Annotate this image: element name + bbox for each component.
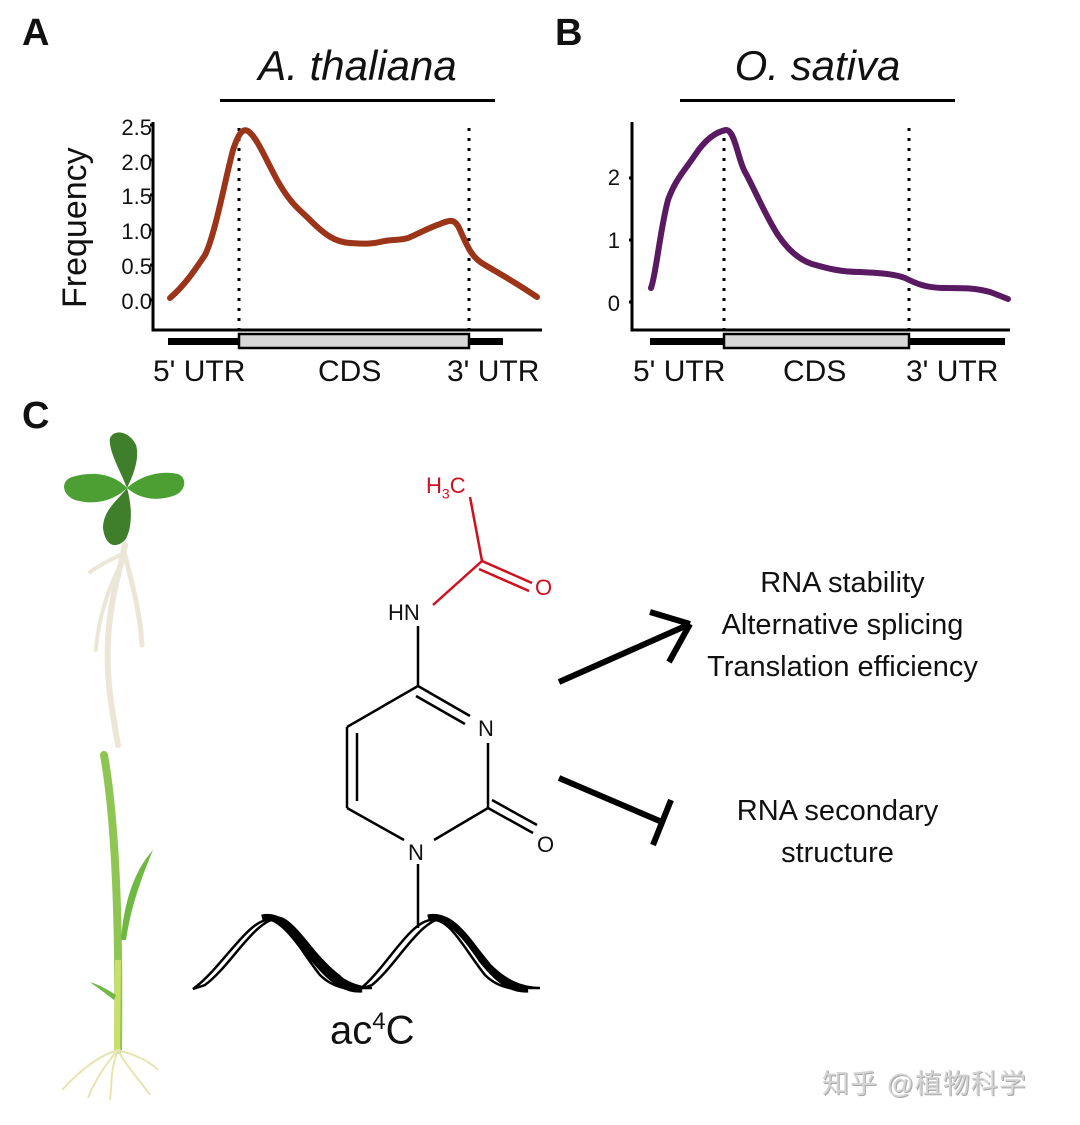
- effect-structure: structure: [781, 837, 894, 869]
- chart-title-a: A. thaliana: [258, 42, 457, 89]
- y-tick: 0: [607, 291, 620, 316]
- panel-letter-a: A: [22, 12, 50, 54]
- effect-alternative-splicing: Alternative splicing: [721, 609, 964, 641]
- arabidopsis-illustration: [64, 432, 185, 748]
- region-label-3utr-b: 3' UTR: [906, 355, 999, 388]
- watermark: 知乎 @植物科学: [822, 1069, 1027, 1099]
- title-rule-b: [680, 99, 955, 102]
- panel-letter-b: B: [555, 12, 583, 54]
- chart-title-b: O. sativa: [734, 42, 901, 89]
- promotes-arrow: [557, 609, 693, 685]
- ring-n3-label: N: [478, 716, 494, 741]
- carbonyl-oxygen-label: O: [535, 575, 553, 600]
- region-label-5utr-b: 5' UTR: [633, 355, 726, 388]
- y-tick: 2.5: [121, 115, 152, 140]
- ring-n1-label: N: [408, 840, 424, 865]
- region-label-cds-a: CDS: [318, 355, 382, 388]
- y-tick: 1.0: [121, 219, 152, 244]
- y-tick: 2.0: [121, 150, 152, 175]
- promoted-effects: RNA stability Alternative splicing Trans…: [675, 562, 1010, 688]
- amine-label: HN: [388, 600, 420, 625]
- inhibits-arrow: [557, 775, 674, 847]
- panel-letter-c: C: [22, 395, 50, 437]
- y-tick: 1: [607, 228, 620, 253]
- region-label-5utr-a: 5' UTR: [153, 355, 246, 388]
- methyl-label: H3C: [426, 473, 466, 502]
- y-tick: 0.5: [121, 254, 152, 279]
- cds-box-a: [237, 332, 471, 350]
- cds-box-b: [722, 332, 911, 350]
- chart-a: [150, 122, 542, 350]
- frequency-curve-b: [648, 127, 1011, 302]
- effect-rna-stability: RNA stability: [760, 567, 925, 599]
- rna-ribbon: [192, 913, 541, 993]
- y-tick: 0.0: [121, 289, 152, 314]
- effect-rna-secondary: RNA secondary: [736, 795, 939, 827]
- acetyl-group: [432, 496, 533, 606]
- title-rule-a: [220, 99, 495, 102]
- frequency-curve-a: [167, 127, 540, 301]
- inhibited-effects: RNA secondary structure: [700, 790, 975, 874]
- rice-illustration: [61, 751, 159, 1101]
- ac4c-label: ac4C: [330, 1008, 415, 1053]
- ac4c-structure: [345, 496, 538, 928]
- axes-b: [630, 122, 1010, 332]
- axes-a: [151, 122, 542, 332]
- region-label-cds-b: CDS: [783, 355, 847, 388]
- chart-b: [629, 122, 1011, 350]
- y-tick: 2: [607, 165, 620, 190]
- y-tick: 1.5: [121, 184, 152, 209]
- ring-o2-label: O: [537, 832, 555, 857]
- region-label-3utr-a: 3' UTR: [447, 355, 540, 388]
- effect-translation-efficiency: Translation efficiency: [707, 651, 978, 683]
